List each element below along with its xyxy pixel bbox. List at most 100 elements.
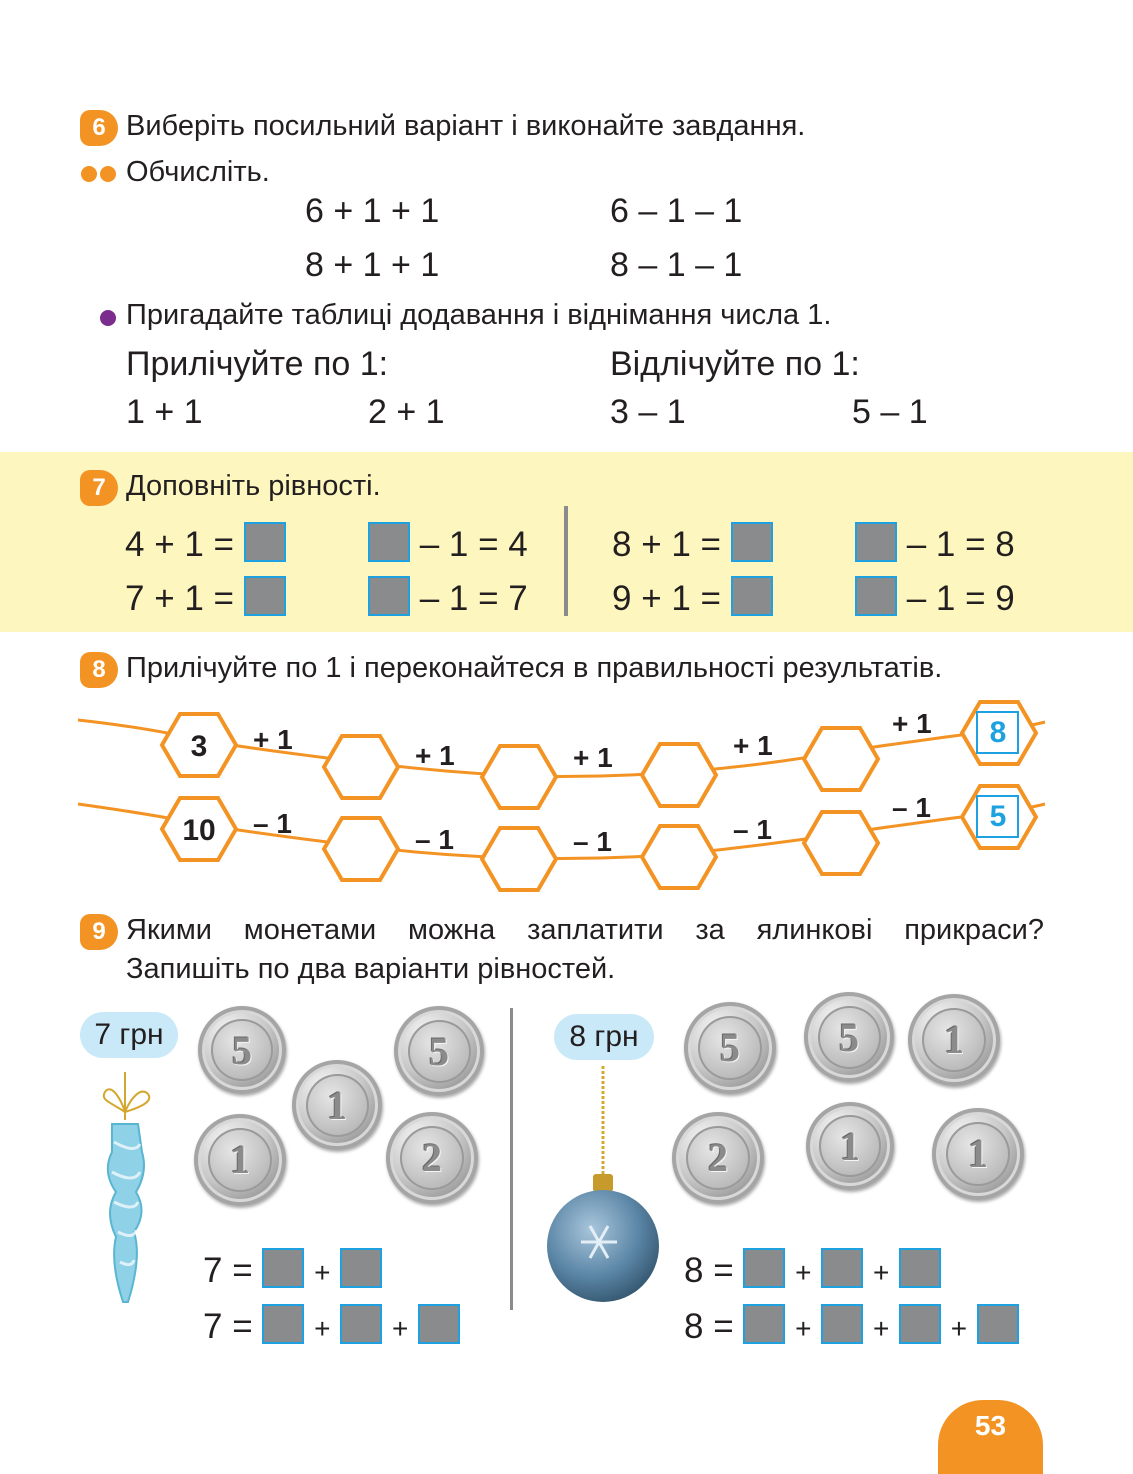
level-2-label: Обчисліть. — [126, 156, 270, 188]
answer-box[interactable] — [899, 1248, 942, 1288]
expression: 8 – 1 – 1 — [610, 246, 743, 284]
equation-row: – 1 = 8 — [855, 522, 1015, 565]
equation-right: – 1 = 8 — [906, 525, 1015, 564]
answer-box[interactable] — [340, 1248, 383, 1288]
equation-left: 9 + 1 = — [612, 579, 721, 618]
coin-equation: 8 = + + + — [684, 1304, 1019, 1347]
coin-1-hryvnia: 1 — [292, 1060, 382, 1150]
expression: 1 + 1 — [126, 393, 203, 431]
count-up-label: Прилічуйте по 1: — [126, 345, 389, 383]
answer-box[interactable] — [418, 1304, 461, 1344]
task-9-badge: 9 — [80, 914, 118, 950]
expression: 8 + 1 + 1 — [305, 246, 440, 284]
answer-frame — [976, 795, 1019, 838]
answer-box[interactable] — [730, 576, 773, 616]
expression: 6 – 1 – 1 — [610, 192, 743, 230]
step-label: – 1 — [733, 814, 772, 845]
coin-equation: 8 = + + — [684, 1248, 942, 1291]
level-1-label: Пригадайте таблиці додавання і відніманн… — [126, 299, 832, 331]
one-dot-icon — [98, 308, 118, 328]
equation-row: 8 + 1 = — [612, 522, 773, 565]
column-divider — [510, 1008, 513, 1310]
coin-1-hryvnia: 1 — [806, 1102, 894, 1190]
expression: 5 – 1 — [852, 393, 928, 431]
hexagon-cell — [479, 826, 559, 892]
hexagon-cell — [479, 744, 559, 810]
answer-box[interactable] — [243, 576, 286, 616]
answer-box[interactable] — [743, 1304, 786, 1344]
equation-row: – 1 = 7 — [368, 576, 528, 619]
answer-box[interactable] — [368, 522, 410, 562]
coin-1-hryvnia: 1 — [908, 994, 1000, 1086]
coin-5-hryvnia: 5 — [394, 1006, 484, 1096]
coin-2-hryvnia: 2 — [386, 1112, 478, 1204]
answer-box[interactable] — [743, 1248, 786, 1288]
task-9-line-2: Запишіть по два варіанти рівностей. — [126, 953, 616, 985]
task-6-title: Виберіть посильний варіант і виконайте з… — [126, 110, 806, 142]
answer-frame — [976, 711, 1019, 754]
coin-5-hryvnia: 5 — [804, 992, 894, 1082]
coin-2-hryvnia: 2 — [672, 1112, 764, 1204]
equation-row: 4 + 1 = — [125, 522, 286, 565]
step-label: + 1 — [415, 740, 455, 771]
hexagon-cell — [801, 810, 881, 876]
hexagon-cell — [801, 726, 881, 792]
chain-end-value: 8 — [989, 716, 1007, 749]
answer-box[interactable] — [821, 1248, 864, 1288]
equation-left: 7 + 1 = — [125, 579, 234, 618]
hexagon-cell — [159, 796, 239, 862]
answer-box[interactable] — [976, 1304, 1019, 1344]
answer-box[interactable] — [243, 522, 286, 562]
step-label: + 1 — [253, 724, 293, 755]
task-8-badge: 8 — [80, 652, 118, 688]
hexagon-cell — [159, 712, 239, 778]
page-number: 53 — [938, 1400, 1043, 1474]
equation-left: 8 + 1 = — [612, 525, 721, 564]
hexagon-cell — [321, 734, 401, 800]
task-7-title: Доповніть рівності. — [126, 470, 381, 502]
answer-box[interactable] — [821, 1304, 864, 1344]
column-divider — [564, 506, 568, 616]
expression: 6 + 1 + 1 — [305, 192, 440, 230]
hexagon-cell — [639, 742, 719, 808]
equation-right: – 1 = 9 — [906, 579, 1015, 618]
chain-end-value: 5 — [989, 800, 1007, 833]
chain-start-value: 3 — [190, 730, 208, 763]
count-down-label: Відлічуйте по 1: — [610, 345, 860, 383]
answer-box[interactable] — [899, 1304, 942, 1344]
step-label: + 1 — [733, 730, 773, 761]
coin-equation: 7 = + + — [203, 1304, 461, 1347]
answer-box[interactable] — [368, 576, 410, 616]
two-dots-icon — [80, 165, 120, 183]
task-6-badge: 6 — [80, 110, 118, 146]
equation-row: – 1 = 4 — [368, 522, 528, 565]
price-tag-8: 8 грн — [554, 1014, 654, 1060]
answer-box[interactable] — [262, 1248, 305, 1288]
counting-chain-diagram — [77, 700, 1046, 892]
task-8-title: Прилічуйте по 1 і переконайтеся в правил… — [126, 652, 943, 684]
answer-box[interactable] — [855, 522, 897, 562]
answer-box[interactable] — [262, 1304, 305, 1344]
equation-row: 7 + 1 = — [125, 576, 286, 619]
answer-box[interactable] — [730, 522, 773, 562]
hexagon-cell — [321, 816, 401, 882]
step-label: – 1 — [415, 824, 454, 855]
answer-box[interactable] — [340, 1304, 383, 1344]
step-label: – 1 — [573, 826, 612, 857]
equation-right: – 1 = 7 — [419, 579, 528, 618]
coin-1-hryvnia: 1 — [194, 1114, 286, 1206]
price-tag-7: 7 грн — [80, 1012, 178, 1058]
step-label: + 1 — [892, 708, 932, 739]
icicle-ornament-icon — [102, 1072, 151, 1303]
step-label: – 1 — [253, 808, 292, 839]
step-label: + 1 — [573, 742, 613, 773]
expression: 2 + 1 — [368, 393, 445, 431]
equation-left: 4 + 1 = — [125, 525, 234, 564]
equation-row: 9 + 1 = — [612, 576, 773, 619]
chain-start-value: 10 — [182, 814, 216, 847]
expression: 3 – 1 — [610, 393, 686, 431]
hexagon-cell — [639, 824, 719, 890]
answer-box[interactable] — [855, 576, 897, 616]
step-label: – 1 — [892, 792, 931, 823]
coin-1-hryvnia: 1 — [932, 1108, 1024, 1200]
